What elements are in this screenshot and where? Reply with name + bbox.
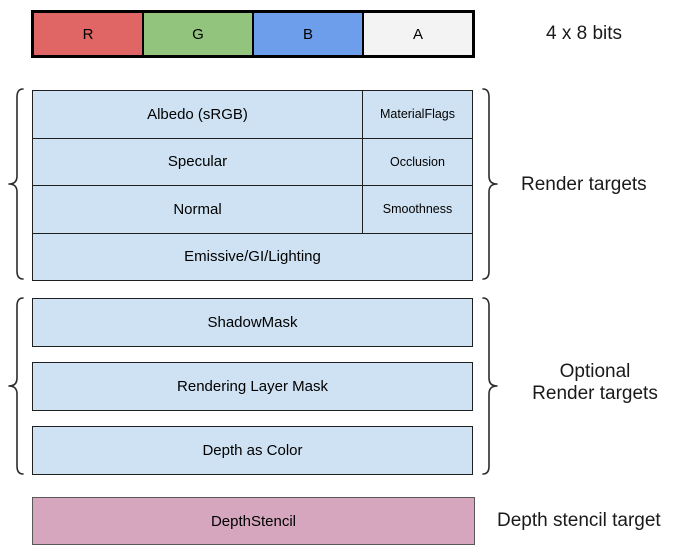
table-row: Emissive/GI/Lighting [33, 234, 472, 281]
optional-label-line1: Optional [559, 361, 631, 382]
box-rendering-layer-mask: Rendering Layer Mask [32, 362, 473, 411]
cell-materialflags: MaterialFlags [362, 91, 472, 138]
bit-cell-a: A [364, 13, 472, 55]
render-targets-table: Albedo (sRGB) MaterialFlags Specular Occ… [32, 90, 473, 281]
optional-render-targets-label: Optional Render targets [500, 361, 690, 405]
table-row: Specular Occlusion [33, 138, 472, 186]
table-row: Albedo (sRGB) MaterialFlags [33, 91, 472, 139]
box-depth-as-color: Depth as Color [32, 426, 473, 475]
bit-row-caption: 4 x 8 bits [546, 23, 623, 44]
right-brace-optional-targets-icon [482, 297, 498, 475]
render-targets-label: Render targets [521, 174, 647, 195]
left-brace-optional-targets-icon [8, 297, 24, 475]
left-brace-render-targets-icon [8, 88, 24, 280]
box-shadowmask: ShadowMask [32, 298, 473, 347]
bit-row: R G B A [31, 10, 475, 58]
cell-occlusion: Occlusion [362, 138, 472, 185]
bit-cell-b: B [254, 13, 364, 55]
cell-normal: Normal [173, 200, 222, 218]
table-row: Normal Smoothness [33, 186, 472, 234]
optional-label-line2: Render targets [532, 383, 658, 404]
right-brace-render-targets-icon [482, 88, 498, 280]
bit-cell-g: G [144, 13, 254, 55]
cell-emissive: Emissive/GI/Lighting [184, 248, 321, 266]
cell-albedo: Albedo (sRGB) [147, 105, 248, 123]
depth-stencil-target-label: Depth stencil target [497, 510, 661, 531]
cell-smoothness: Smoothness [362, 186, 472, 233]
box-depthstencil: DepthStencil [32, 497, 475, 545]
bit-cell-r: R [34, 13, 144, 55]
cell-specular: Specular [167, 153, 228, 171]
